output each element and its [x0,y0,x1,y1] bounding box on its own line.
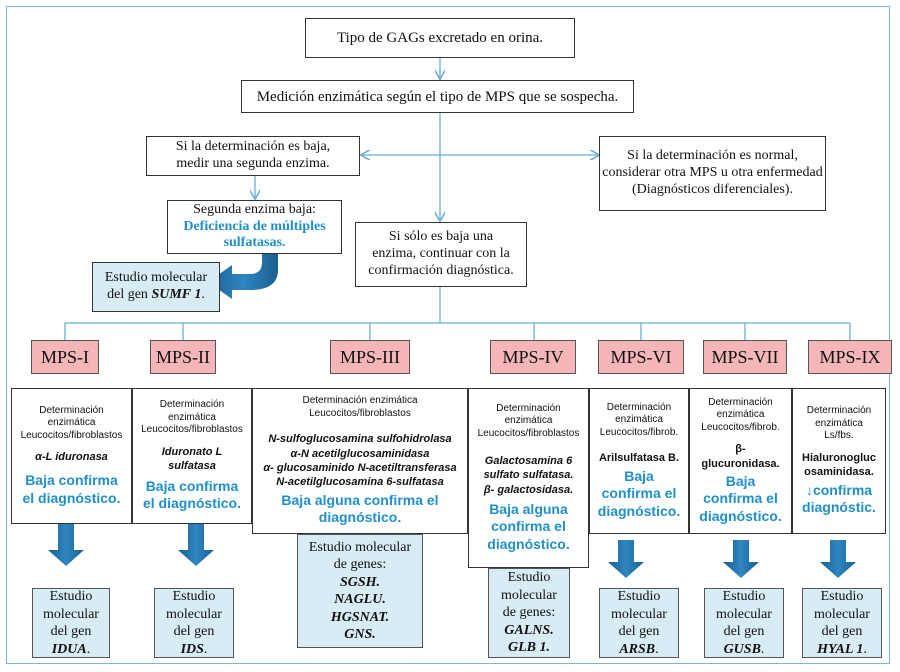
mps-label: MPS-IV [502,346,564,367]
mps-label: MPS-VII [711,346,779,367]
baja-line: medir una segunda enzima. [176,156,330,171]
sumf-line: del gen SUMF 1. [107,287,205,304]
mps-ii-box: MPS-II [150,340,216,374]
gene-name: HGSNAT. [330,609,390,625]
enzyme-name: α-L iduronasa [35,451,108,464]
gene-name: NAGLU. [334,592,386,607]
baja-line: Si la determinación es baja, [175,139,331,155]
mps-label: MPS-III [339,346,400,367]
normal-line: Si la determinación es normal, [627,148,798,164]
gene-name: SGSH. [339,574,381,590]
mps-label: MPS-IX [819,346,881,367]
gags-box: Tipo de GAGs excretado en orina. [305,18,575,58]
gene-name: GNS. [344,627,376,642]
gene-name: GALNS. [504,622,554,638]
mps-vi-box: MPS-VI [598,340,684,374]
mps-i-box: MPS-I [31,340,99,374]
segunda-highlight: Deficiencia de múltiples [183,218,326,234]
baja-box: Si la determinación es baja, medir una s… [146,136,360,176]
enzyme-name: β-glucuronidasa. [701,443,780,470]
gene-name: GUSB [723,641,761,657]
sumf-prefix: del gen [107,287,148,302]
sumf-end: . [201,287,205,302]
segunda-box: Segunda enzima baja: Deficiencia de múlt… [167,200,342,254]
solo-line: Si sólo es baja una [388,229,494,245]
solo-line: confirmación diagnóstica. [368,262,514,278]
sumf-line: Estudio molecular [104,270,208,286]
gags-text: Tipo de GAGs excretado en orina. [336,30,544,46]
medicion-text: Medición enzimática según el tipo de MPS… [256,88,619,105]
mps-vii-box: MPS-VII [703,340,787,374]
medicion-box: Medición enzimática según el tipo de MPS… [241,80,634,113]
diagram-frame [6,6,890,664]
normal-box: Si la determinación es normal, considera… [599,136,826,211]
sumf-box: Estudio molecular del gen SUMF 1. [92,262,220,312]
mps-label: MPS-VI [610,346,672,367]
down-arrow-icon [608,540,644,578]
mps-label: MPS-II [155,346,210,367]
segunda-line: Segunda enzima baja: [193,201,316,217]
gene-name: IDS [180,641,204,657]
sumf-gene: SUMF 1 [151,287,202,302]
enzyme-name: Arilsulfatasa B. [598,452,680,465]
mps-iv-box: MPS-IV [490,340,576,374]
mps-iii-box: MPS-III [330,340,410,374]
down-arrow-icon [178,520,214,566]
normal-line: considerar otra MPS u otra enfermedad [602,165,823,181]
down-arrow-icon [48,524,84,566]
solo-line: enzima, continuar con la [372,246,510,262]
mps-label: MPS-I [40,346,89,367]
mps-ix-box: MPS-IX [808,340,892,374]
gene-name: HYAL 1 [817,641,864,657]
gene-name: ARSB [619,641,656,657]
solo-box: Si sólo es baja una enzima, continuar co… [355,222,527,287]
down-arrow-icon [820,540,856,578]
gene-name: IDUA [51,641,87,657]
normal-line: (Diagnósticos diferenciales). [632,181,793,197]
down-arrow-icon [723,540,759,578]
curved-arrow-icon [208,250,278,299]
gene-name: GLB 1. [508,640,550,656]
segunda-highlight: sulfatasas. [223,235,286,251]
